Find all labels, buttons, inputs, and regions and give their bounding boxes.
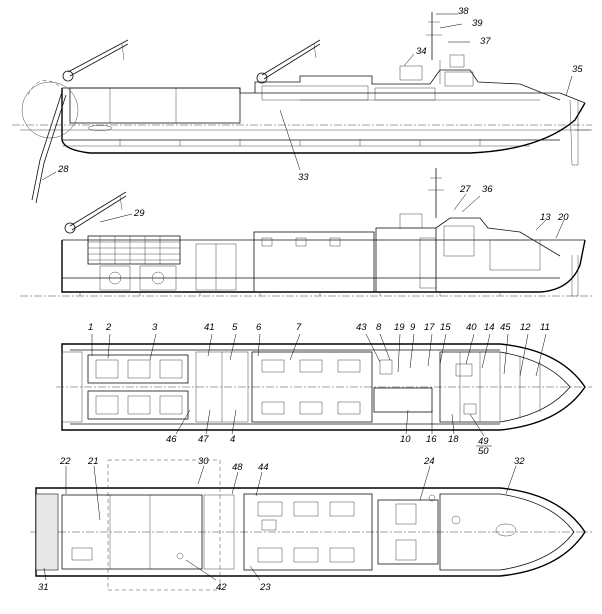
callout-leaders <box>41 13 573 581</box>
callout-13: 13 <box>540 212 551 223</box>
callout-10: 10 <box>400 434 411 445</box>
callout-5: 5 <box>232 322 238 333</box>
callout-36: 36 <box>482 184 493 195</box>
callout-9: 9 <box>410 322 416 333</box>
callout-30: 30 <box>198 456 209 467</box>
callout-2: 2 <box>105 322 112 333</box>
callout-18: 18 <box>448 434 459 445</box>
callout-37: 37 <box>480 36 491 47</box>
callout-21: 21 <box>87 456 99 467</box>
callout-15: 15 <box>440 322 451 333</box>
callout-20: 20 <box>557 212 569 223</box>
plan-view-lower <box>56 343 592 431</box>
section-view <box>20 168 592 297</box>
callout-24: 24 <box>423 456 435 467</box>
callout-29: 29 <box>133 208 145 219</box>
callout-39: 39 <box>472 18 483 29</box>
callout-50: 50 <box>478 446 489 457</box>
callout-27: 27 <box>459 184 471 195</box>
callout-41: 41 <box>204 322 215 333</box>
callout-48: 48 <box>232 462 243 473</box>
callout-35: 35 <box>572 64 583 75</box>
callout-numbers: 38 39 37 34 35 33 28 27 36 13 20 29 1 2 … <box>38 6 583 593</box>
callout-38: 38 <box>458 6 469 17</box>
callout-7: 7 <box>296 322 302 333</box>
callout-22: 22 <box>59 456 71 467</box>
callout-28: 28 <box>57 164 69 175</box>
callout-1: 1 <box>88 322 93 333</box>
callout-40: 40 <box>466 322 477 333</box>
callout-6: 6 <box>256 322 262 333</box>
callout-23: 23 <box>259 582 271 593</box>
callout-43: 43 <box>356 322 367 333</box>
callout-16: 16 <box>426 434 437 445</box>
callout-12: 12 <box>520 322 531 333</box>
callout-49: 49 <box>478 436 489 447</box>
callout-4: 4 <box>230 434 235 445</box>
callout-33: 33 <box>298 172 309 183</box>
callout-32: 32 <box>514 456 525 467</box>
callout-34: 34 <box>416 46 427 57</box>
callout-11: 11 <box>540 322 550 333</box>
plan-view-upper <box>30 459 592 591</box>
callout-3: 3 <box>152 322 158 333</box>
callout-19-top: 19 <box>394 322 405 333</box>
callout-45: 45 <box>500 322 511 333</box>
callout-42: 42 <box>216 582 227 593</box>
profile-view <box>12 12 592 204</box>
callout-31: 31 <box>38 582 49 593</box>
callout-46: 46 <box>166 434 177 445</box>
callout-8: 8 <box>376 322 382 333</box>
callout-44: 44 <box>258 462 269 473</box>
callout-14: 14 <box>484 322 495 333</box>
callout-47: 47 <box>198 434 209 445</box>
callout-17: 17 <box>424 322 435 333</box>
